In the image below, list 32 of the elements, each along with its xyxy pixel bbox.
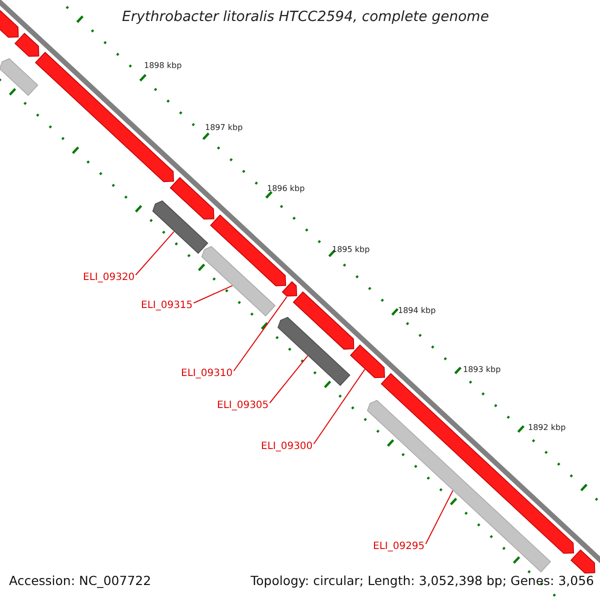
gene-label: ELI_09320 [83, 272, 135, 284]
gene-block [152, 200, 208, 254]
genome-info-text: Topology: circular; Length: 3,052,398 bp; Genes: 3,056 [250, 574, 594, 588]
leader-line [193, 285, 233, 304]
scale-label: 1893 kbp [463, 365, 501, 374]
accession-text: Accession: NC_007722 [9, 574, 152, 588]
gene-block [0, 58, 38, 96]
leader-line [425, 490, 454, 544]
gene-block [170, 177, 214, 220]
gene-label: ELI_09305 [217, 400, 269, 412]
scale-label: 1896 kbp [267, 184, 305, 194]
scale-label: 1898 kbp [144, 61, 182, 70]
gene-block [210, 214, 286, 286]
diagram-title: Erythrobacter litoralis HTCC2594, complete genome [122, 9, 489, 26]
gene-block [366, 400, 552, 572]
gene-label: ELI_09315 [141, 300, 193, 312]
leader-line [233, 296, 288, 372]
gene-block [201, 246, 276, 316]
gene-block [282, 281, 298, 296]
scale-label: 1894 kbp [398, 306, 436, 316]
gene-block [570, 549, 596, 574]
leader-line [313, 368, 366, 444]
scale-label: 1897 kbp [205, 123, 243, 132]
leader-line [269, 355, 308, 404]
scale-label: 1892 kbp [528, 423, 566, 432]
gene-block [278, 316, 350, 386]
gene-block [350, 344, 386, 378]
gene-block [292, 291, 354, 350]
gene-label: ELI_09300 [261, 441, 313, 452]
gene-label: ELI_09295 [373, 541, 425, 552]
gene-label: ELI_09310 [181, 368, 233, 380]
scale-label: 1895 kbp [332, 245, 370, 254]
